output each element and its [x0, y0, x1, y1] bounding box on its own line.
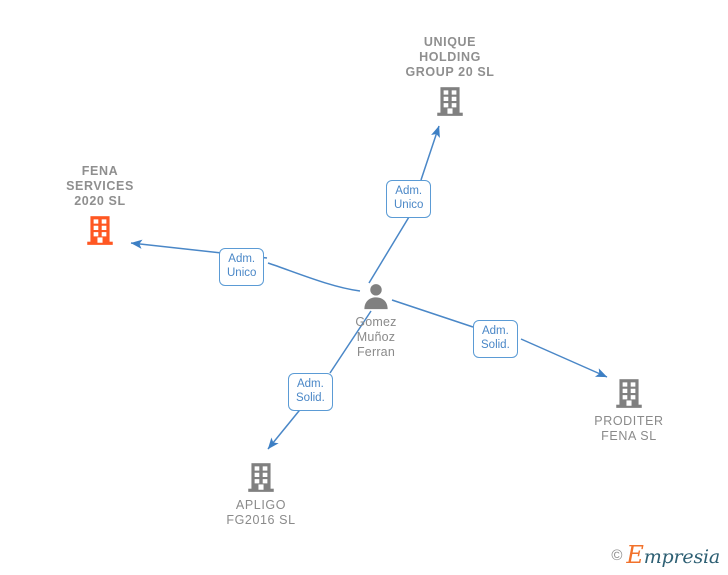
edge-path-unique-holding: [368, 125, 440, 284]
node-proditer-fena[interactable]: PRODITER FENA SL: [554, 376, 704, 444]
node-label-gomez-munoz-ferran: Gomez Muñoz Ferran: [355, 315, 397, 359]
edge-label-unique-holding[interactable]: Adm. Unico: [386, 180, 432, 218]
brand-initial: E: [626, 541, 644, 569]
building-icon-highlighted: [87, 216, 113, 245]
edge-label-apligo-fg2016[interactable]: Adm. Solid.: [288, 373, 333, 411]
person-icon: [364, 284, 388, 310]
node-label-unique-holding: UNIQUE HOLDING GROUP 20 SL: [405, 35, 495, 79]
node-label-proditer-fena: PRODITER FENA SL: [594, 414, 664, 443]
empresia-watermark: © Empresia: [611, 541, 720, 569]
brand-rest: mpresia: [643, 546, 720, 568]
node-apligo-fg2016[interactable]: APLIGO FG2016 SL: [186, 460, 336, 528]
edge-label-fena-services[interactable]: Adm. Unico: [219, 248, 265, 286]
node-gomez-munoz-ferran[interactable]: Gomez Muñoz Ferran: [301, 281, 451, 360]
building-icon: [248, 463, 274, 492]
node-label-apligo-fg2016: APLIGO FG2016 SL: [226, 498, 296, 527]
edge-label-proditer-fena[interactable]: Adm. Solid.: [473, 320, 518, 358]
node-fena-services[interactable]: FENA SERVICES 2020 SL: [25, 164, 175, 247]
copyright-symbol: ©: [611, 546, 623, 564]
building-icon: [437, 87, 463, 116]
brand-name: Empresia: [626, 541, 720, 569]
building-icon: [616, 379, 642, 408]
edge-path-apligo-fg2016: [267, 310, 372, 450]
edge-path-proditer-fena: [391, 299, 608, 378]
node-label-fena-services: FENA SERVICES 2020 SL: [66, 164, 134, 208]
node-unique-holding[interactable]: UNIQUE HOLDING GROUP 20 SL: [375, 35, 525, 118]
